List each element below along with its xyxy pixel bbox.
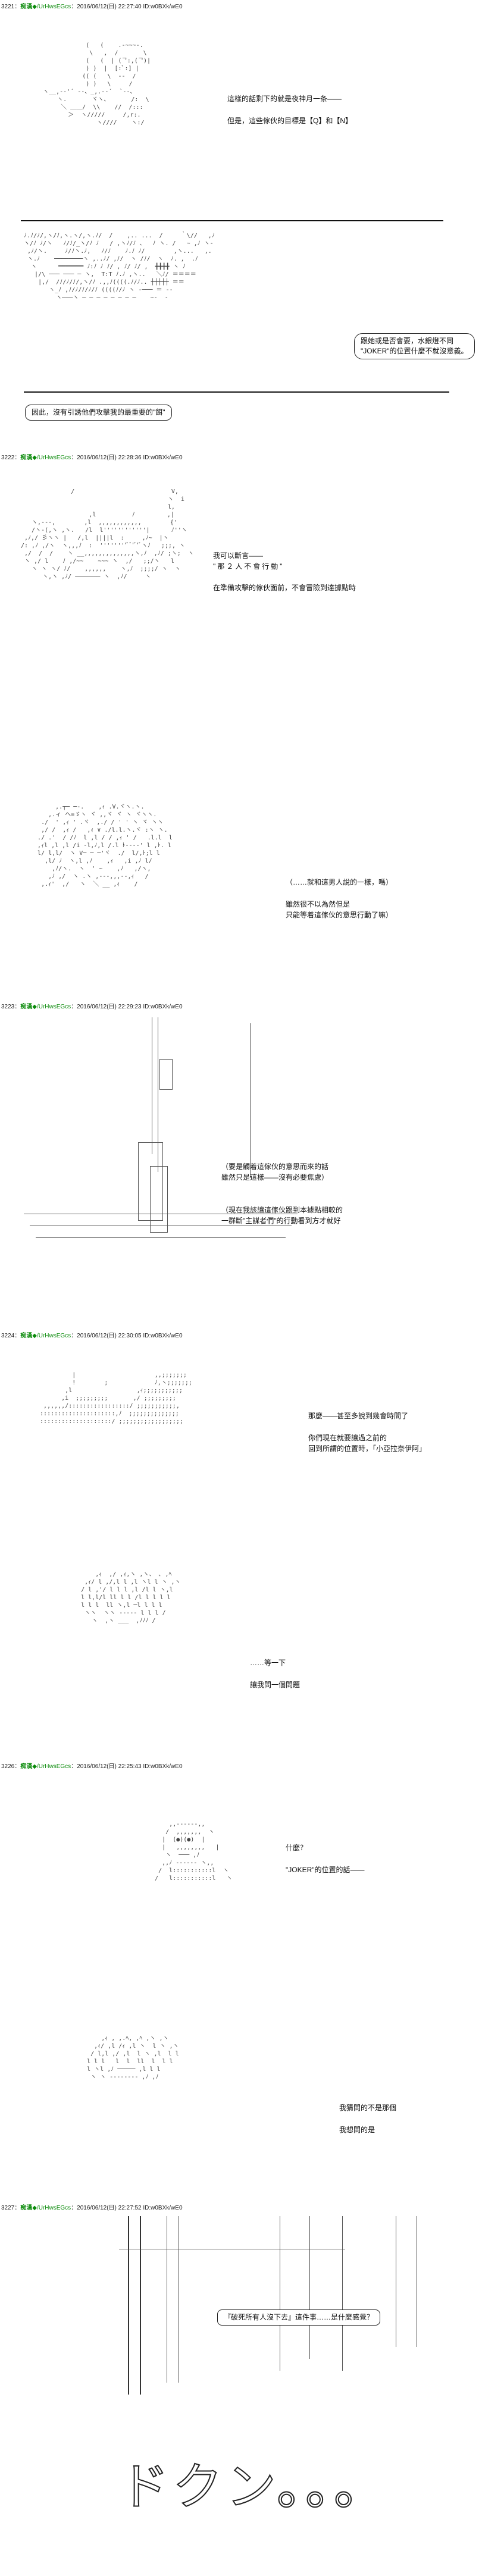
scene-door [159,1059,173,1090]
dialogue-line: 只能等着這傢伙的意思行動了嘛） [286,911,393,919]
post-header: 3223：痴漢◆/UrHwsEGcs：2016/06/12(日) 22:29:2… [1,1004,183,1010]
dialogue-line: （現在我該讓這傢伙跟到本據點相較的 [221,1206,343,1214]
post-number[interactable]: 3221 [1,4,15,10]
post-header: 3226：痴漢◆/UrHwsEGcs：2016/06/12(日) 22:25:4… [1,1763,183,1770]
dialogue-line: 但是，這些傢伙的目標是【Q】和【N】 [227,117,353,125]
dialogue-line: 什麼？ [286,1844,308,1852]
dialogue-line: 雖然只是這樣——沒有必要焦慮） [221,1173,329,1182]
post-header: 3227：痴漢◆/UrHwsEGcs：2016/06/12(日) 22:27:5… [1,2205,183,2211]
ascii-art-character: ,,‐‐‐‐‐‐,, / ,,,,,,, ヽ | (●)(●) | | ,,,,… [155,1821,233,1882]
ascii-art-character: ,.┬─ ─‐. ,ｨ .V.ヾヽ.ヽ. ,.ィ ヘ=ゞヽ ヾ ,,ヾ ヾ ヽ … [37,804,173,888]
post-date: 2016/06/12(日) 22:27:52 [77,2205,142,2211]
post-header: 3221：痴漢◆/UrHwsEGcs：2016/06/12(日) 22:27:4… [1,4,183,10]
dialogue-line: 我猜問的不是那個 [339,2104,397,2112]
poster-name: 痴漢 [20,4,33,10]
poster-trip: ◆/UrHwsEGcs [32,2205,71,2211]
poster-id[interactable]: ID:w0BXk/wE0 [143,1763,183,1770]
dialogue-line: 讓我問一個問題 [250,1681,301,1689]
ascii-art-character: ( ( .-~~~-. \ , / \ ( ( | (ᄀ:,(ᄀ)| ) ) |… [43,42,151,126]
post-date: 2016/06/12(日) 22:29:23 [77,1004,142,1010]
speech-bubble: 跟她或是否會要，水銀燈不同 "JOKER"的位置什麼不就沒意義。 [354,333,475,359]
dialogue-line: （……就和這男人說的一樣，嗎） [286,878,393,886]
post-header: 3222：痴漢◆/UrHwsEGcs：2016/06/12(日) 22:28:3… [1,455,183,461]
post-number[interactable]: 3223 [1,1004,15,1010]
post-date: 2016/06/12(日) 22:27:40 [77,4,142,10]
poster-id[interactable]: ID:w0BXk/wE0 [143,1333,183,1339]
ascii-art-character: ,ｨ ,/ ,ｨ,ヽ ,ヽ、 ､ ,ﾍ ,ｨ/ l ,/,l l ,l ヽl l… [81,1571,181,1624]
scene-door [138,1142,163,1221]
poster-id[interactable]: ID:w0BXk/wE0 [143,2205,183,2211]
dialogue-line: 一群斷"主謀者們"的行動看到方才就好 [221,1217,341,1225]
sound-effect: ドクン。。。 [118,2458,387,2515]
divider-line [21,220,443,221]
poster-name: 痴漢 [20,2205,33,2211]
poster-id[interactable]: ID:w0BXk/wE0 [143,1004,183,1010]
post-number[interactable]: 3222 [1,455,15,461]
scene-door [150,1166,168,1233]
dialogue-line: 我想問的是 [339,2126,375,2134]
poster-trip: ◆/UrHwsEGcs [32,4,71,10]
scene-line [140,2216,141,2395]
post-number[interactable]: 3226 [1,1763,15,1770]
poster-trip: ◆/UrHwsEGcs [32,1004,71,1010]
ascii-art-scene: | ,,;;;;;;; ! ; ﾉ,ヽ;;;;;;; ,l ,ｨ;;;;;;;;… [40,1372,192,1425]
dialogue-line: （要是觸着這傢伙的意思而來的話 [221,1162,329,1171]
dialogue-line: 在準備攻擊的傢伙面前，不會冒險到達據點時 [213,584,356,592]
poster-name: 痴漢 [20,1333,33,1339]
caption-box: 因此，沒有引誘他們攻擊我的最重要的"餌" [25,405,172,421]
poster-name: 痴漢 [20,1004,33,1010]
poster-name: 痴漢 [20,1763,33,1770]
dialogue-line: 那麼——甚至多說到幾會時間了 [308,1412,409,1420]
dialogue-line: 雖然很不以為然但是 [286,900,350,908]
scene-line [36,1237,286,1238]
poster-trip: ◆/UrHwsEGcs [32,1763,71,1770]
poster-trip: ◆/UrHwsEGcs [32,1333,71,1339]
dialogue-line: 這樣的話剩下的就是夜神月一条—— [227,95,342,103]
scene-line [309,2216,310,2359]
post-number[interactable]: 3224 [1,1333,15,1339]
ascii-art-scene: ﾉ.ﾉ/ﾉ/,ヽ/ﾉ,ヽ.ヽ/,ヽ.ﾉ/ / ,.. ... / ｀\// ,ﾉ… [24,233,215,301]
poster-name: 痴漢 [20,455,33,461]
divider-line [24,391,449,393]
dialogue-line: 你們現在就要讓過之前的 [308,1434,387,1442]
dialogue-line: 我可以斷言—— [213,551,264,560]
post-date: 2016/06/12(日) 22:28:36 [77,455,142,461]
dialogue-line: "JOKER"的位置的話—— [286,1866,365,1874]
scene-line [128,2216,129,2395]
scene-line [342,2216,343,2371]
ascii-art-scene: / V, ヽ i l, ,l ﾉ ,| ヽ,---, ,l ,,,,,,,,,,… [21,488,194,580]
post-date: 2016/06/12(日) 22:30:05 [77,1333,142,1339]
poster-trip: ◆/UrHwsEGcs [32,455,71,461]
speech-bubble: 『破死所有人沒下去』這件事……是什麼感覺？ [217,2309,381,2326]
ascii-art-character: ,ｨ , ,.ﾍ, ,ﾍ ,ヽ ,ヽ ,ｨ/ ,l /ｨ ,l ヽ l ヽ ,ヽ… [87,2035,179,2080]
scene-line [250,1023,251,1178]
post-header: 3224：痴漢◆/UrHwsEGcs：2016/06/12(日) 22:30:0… [1,1333,183,1339]
dialogue-line: "那２人不會行動" [213,562,284,571]
poster-id[interactable]: ID:w0BXk/wE0 [143,4,183,10]
poster-id[interactable]: ID:w0BXk/wE0 [143,455,183,461]
post-date: 2016/06/12(日) 22:25:43 [77,1763,142,1770]
dialogue-line: 回到所謂的位置時，「小亞拉奈伊阿」 [308,1444,427,1453]
dialogue-line: ……等一下 [250,1659,286,1667]
post-number[interactable]: 3227 [1,2205,15,2211]
